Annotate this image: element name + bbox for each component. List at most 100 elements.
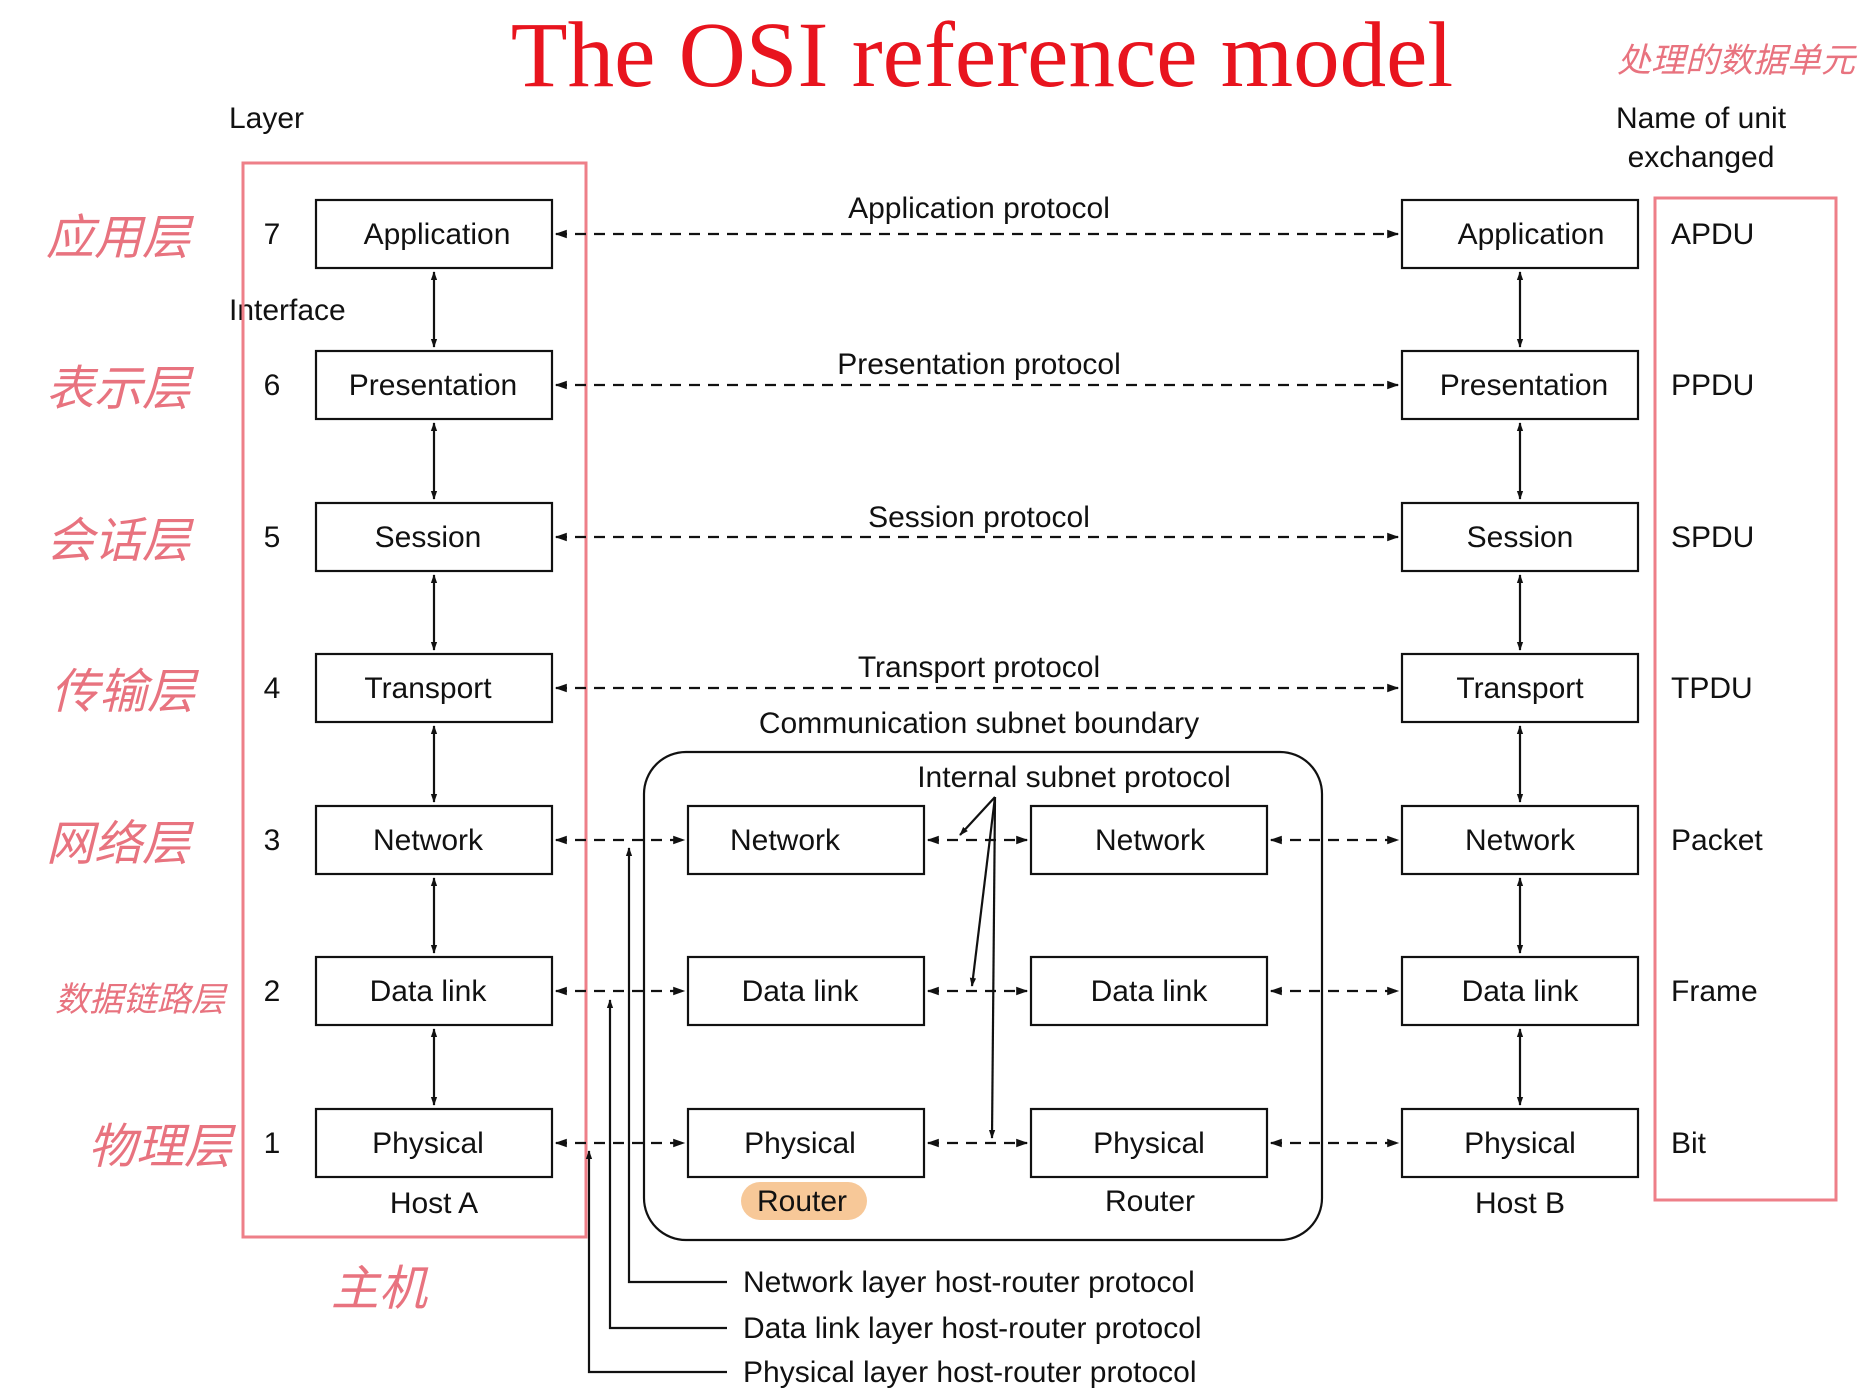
router-a-network-label: Network: [730, 824, 841, 857]
interface-label: Interface: [229, 294, 346, 327]
host-b-network-label: Network: [1465, 824, 1576, 857]
layer-numbers: 7 6 5 4 3 2 1: [264, 218, 281, 1160]
host-a-physical-label: Physical: [372, 1127, 484, 1160]
host-router-pointers: Network layer host-router protocol Data …: [585, 847, 1202, 1389]
layer-annotation-6: 表示层: [46, 361, 195, 417]
router-b-stack: Network Data link Physical Router: [1029, 804, 1269, 1218]
host-b-datalink-label: Data link: [1462, 975, 1580, 1008]
layer-annotation-1: 物理层: [88, 1119, 237, 1175]
layer-annotation-3: 网络层: [46, 816, 195, 872]
unit-bit: Bit: [1671, 1127, 1707, 1160]
unit-frame: Frame: [1671, 975, 1758, 1008]
peer-protocols: Application protocol Presentation protoc…: [554, 192, 1400, 693]
unit-apdu: APDU: [1671, 218, 1754, 251]
layer-number-5: 5: [264, 521, 281, 554]
host-a-presentation-label: Presentation: [349, 369, 517, 402]
host-b-stack: Application Presentation Session Transpo…: [1400, 198, 1640, 1220]
router-a-physical-label: Physical: [744, 1127, 856, 1160]
host-a-label: Host A: [390, 1187, 478, 1220]
host-a-presentation-box: [314, 349, 554, 421]
internal-pointer-network: [959, 796, 996, 836]
router-b-label: Router: [1105, 1185, 1195, 1218]
internal-pointer-datalink: [969, 796, 997, 987]
host-a-network-label: Network: [373, 824, 484, 857]
unit-tpdu: TPDU: [1671, 672, 1753, 705]
physical-host-router-pointer: [585, 1150, 727, 1374]
layer-number-2: 2: [264, 975, 281, 1008]
router-b-physical-label: Physical: [1093, 1127, 1205, 1160]
router-b-network-label: Network: [1095, 824, 1206, 857]
layer-number-3: 3: [264, 824, 281, 857]
host-b-session-box: [1400, 501, 1640, 573]
datalink-host-router-label: Data link layer host-router protocol: [743, 1312, 1202, 1345]
host-b-presentation-box: [1400, 349, 1640, 421]
router-b-datalink-box: [1029, 955, 1269, 1027]
host-b-session-label: Session: [1467, 521, 1574, 554]
router-b-network-box: [1029, 804, 1269, 876]
page-title: The OSI reference model: [511, 4, 1453, 107]
router-b-datalink-label: Data link: [1091, 975, 1209, 1008]
router-b-physical-box: [1029, 1107, 1269, 1179]
layer-annotation-2: 数据链路层: [55, 980, 228, 1020]
internal-protocol-pointers: [959, 796, 997, 1139]
host-b-presentation-label: Presentation: [1440, 369, 1608, 402]
subnet-links: [554, 835, 1400, 1148]
transport-protocol-label: Transport protocol: [858, 651, 1100, 684]
host-b-application-box: [1400, 198, 1640, 270]
unit-header-line1: Name of unit: [1616, 102, 1787, 135]
host-a-application-box: [314, 198, 554, 270]
router-a-highlight: [741, 1182, 867, 1220]
host-a-application-label: Application: [364, 218, 511, 251]
unit-ppdu: PPDU: [1671, 369, 1754, 402]
host-a-session-label: Session: [375, 521, 482, 554]
router-a-stack: Network Data link Physical Router: [686, 804, 926, 1220]
layer-header: Layer: [229, 102, 304, 135]
subnet-boundary-label: Communication subnet boundary: [759, 707, 1199, 740]
host-a-session-box: [314, 501, 554, 573]
host-a-highlight-box: [241, 161, 588, 1239]
host-b-transport-label: Transport: [1456, 672, 1584, 705]
layer-annotation-5: 会话层: [46, 513, 195, 569]
host-a-datalink-box: [314, 955, 554, 1027]
unit-header-line2: exchanged: [1628, 141, 1775, 174]
unit-packet: Packet: [1671, 824, 1763, 857]
host-a-network-box: [314, 804, 554, 876]
unit-names: APDU PPDU SPDU TPDU Packet Frame Bit: [1671, 218, 1763, 1160]
layer-number-4: 4: [264, 672, 281, 705]
router-a-label: Router: [757, 1185, 847, 1218]
router-a-datalink-box: [686, 955, 926, 1027]
layer-annotation-7: 应用层: [46, 210, 195, 266]
internal-subnet-protocol-label: Internal subnet protocol: [917, 761, 1231, 794]
host-a-transport-box: [314, 652, 554, 724]
unit-highlight-box: [1653, 196, 1838, 1202]
physical-host-router-label: Physical layer host-router protocol: [743, 1356, 1197, 1389]
subnet-boundary: [642, 750, 1324, 1242]
router-a-network-box: [686, 804, 926, 876]
layer-number-6: 6: [264, 369, 281, 402]
router-a-physical-box: [686, 1107, 926, 1179]
unit-spdu: SPDU: [1671, 521, 1754, 554]
layer-annotation-4: 传输层: [51, 664, 200, 720]
unit-annotation: 处理的数据单元: [1617, 41, 1858, 81]
host-a-transport-label: Transport: [364, 672, 492, 705]
host-b-application-label: Application: [1458, 218, 1605, 251]
host-b-transport-box: [1400, 652, 1640, 724]
host-a-physical-box: [314, 1107, 554, 1179]
host-b-network-box: [1400, 804, 1640, 876]
host-a-datalink-label: Data link: [370, 975, 488, 1008]
datalink-host-router-pointer: [606, 999, 727, 1330]
network-host-router-pointer: [625, 847, 727, 1284]
layer-number-7: 7: [264, 218, 281, 251]
router-a-datalink-label: Data link: [742, 975, 860, 1008]
presentation-protocol-label: Presentation protocol: [837, 348, 1121, 381]
host-b-datalink-box: [1400, 955, 1640, 1027]
host-a-stack: Application Presentation Session Transpo…: [314, 198, 554, 1220]
internal-pointer-physical: [988, 796, 997, 1139]
session-protocol-label: Session protocol: [868, 501, 1090, 534]
application-protocol-label: Application protocol: [848, 192, 1110, 225]
network-host-router-label: Network layer host-router protocol: [743, 1266, 1195, 1299]
host-annotation: 主机: [331, 1261, 429, 1317]
layer-number-1: 1: [264, 1127, 281, 1160]
